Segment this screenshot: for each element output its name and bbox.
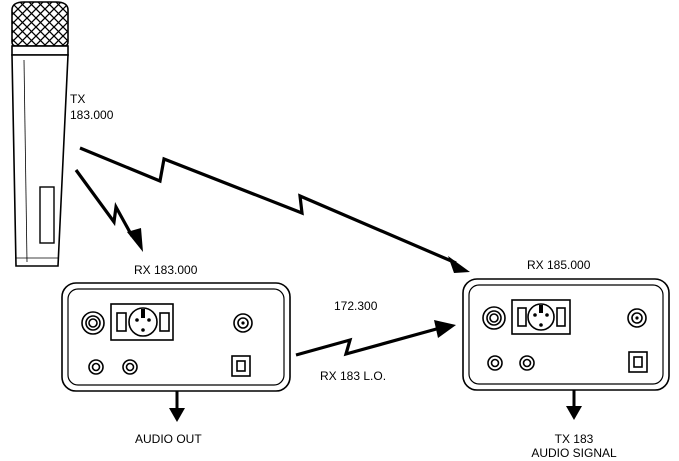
rx2-xlr-pin-3: [539, 323, 543, 327]
signal-lo: [295, 320, 456, 357]
rx2-jack-outer: [482, 306, 506, 330]
receiver-2: [462, 278, 670, 391]
rx1-xlr-connector: [128, 307, 158, 337]
rx2-knob-1: [487, 355, 503, 371]
rx1-knob-1: [88, 359, 104, 375]
rx1-jack-inner: [85, 315, 101, 331]
rx1-xlr-pin-3: [141, 328, 145, 332]
audio-out-label: AUDIO OUT: [135, 432, 202, 446]
rx2-xlr-plate: [511, 299, 571, 335]
rx1-xlr-key: [141, 309, 145, 318]
rx2-xlr-connector: [527, 303, 555, 331]
rx2-xlr-pin-1: [533, 313, 537, 317]
rx1-xlr-tab-left: [116, 312, 127, 332]
microphone-transmitter: [11, 1, 69, 267]
audio-signal-arrow: [566, 390, 582, 420]
rx1-label: RX 183.000: [134, 263, 198, 277]
rx2-jack-center: [489, 313, 499, 323]
rx1-power-jack-inner: [236, 360, 246, 372]
rx1-knob-2-inner: [125, 362, 135, 372]
rx1-xlr-pin-1: [135, 318, 139, 322]
rx1-jack-center: [88, 318, 98, 328]
audio-out-arrow: [169, 391, 185, 422]
rx1-bnc-outer: [233, 313, 253, 333]
mic-grille: [11, 1, 69, 47]
tx-label: TX: [70, 92, 85, 106]
rx2-knob-1-inner: [490, 358, 500, 368]
rx2-xlr-tab-left: [517, 307, 527, 327]
signal-tx-to-rx1: [74, 169, 143, 252]
rx2-power-jack-inner: [633, 356, 643, 368]
rx1-jack-outer: [81, 311, 105, 335]
rx2-xlr-pin-2: [545, 313, 549, 317]
receiver-1: [61, 282, 291, 392]
mic-battery-door: [39, 186, 55, 244]
rx2-bnc-outer: [627, 308, 647, 328]
rx1-xlr-plate: [110, 303, 174, 341]
signal-tx-to-rx2: [79, 146, 470, 273]
rx1-bnc-pin: [241, 321, 245, 325]
rx1-bnc-inner: [237, 317, 249, 329]
rx1-xlr-tab-right: [159, 312, 170, 332]
mic-body-shade: [23, 59, 28, 263]
rx1-power-jack: [231, 355, 251, 377]
rx2-xlr-tab-right: [556, 307, 566, 327]
tx183-label: TX 183: [555, 432, 594, 446]
rx1-inner-panel: [67, 288, 285, 386]
audio-signal-label: AUDIO SIGNAL: [531, 446, 617, 460]
tx-frequency-label: 183.000: [70, 108, 114, 122]
mic-neck: [11, 45, 69, 56]
rx2-label: RX 185.000: [527, 258, 591, 272]
rx2-power-jack: [628, 351, 648, 373]
rx1-xlr-pin-2: [147, 318, 151, 322]
lo-frequency-label: 172.300: [334, 299, 378, 313]
rx2-jack-inner: [486, 310, 502, 326]
rx1-knob-1-inner: [91, 362, 101, 372]
lo-label: RX 183 L.O.: [320, 369, 386, 383]
rx2-xlr-key: [539, 305, 543, 313]
rx1-knob-2: [122, 359, 138, 375]
rx2-knob-2-inner: [522, 358, 532, 368]
rx2-bnc-pin: [635, 316, 639, 320]
rx2-bnc-inner: [631, 312, 643, 324]
rx2-knob-2: [519, 355, 535, 371]
